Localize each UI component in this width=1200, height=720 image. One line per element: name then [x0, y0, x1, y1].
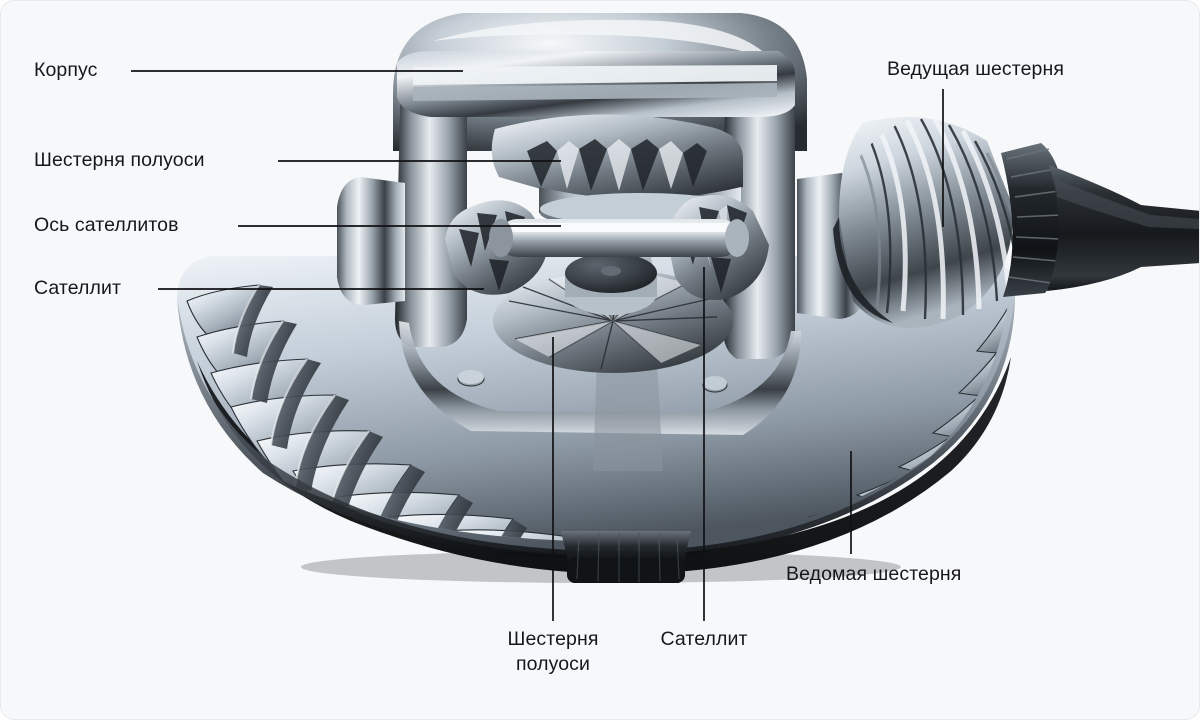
upper-spider-gear — [491, 114, 743, 229]
callout-satellit-bottom: Сателлит — [660, 628, 748, 650]
drive-pinion-group — [833, 117, 1199, 328]
pinion-bearing — [1001, 143, 1065, 297]
callout-shesternya-poluosi-left: Шестерня полуоси — [34, 149, 205, 171]
callout-vedushchaya-shesternya: Ведущая шестерня — [887, 58, 1064, 80]
lower-hub — [561, 531, 691, 583]
callout-satellit-left: Сателлит — [34, 277, 122, 299]
callout-shesternya-poluosi-bottom: Шестерня полуоси — [507, 628, 599, 675]
callout-vedomaya-shesternya: Ведомая шестерня — [786, 563, 962, 585]
callout-os-satellitov: Ось сателлитов — [34, 214, 179, 236]
ring-gear-bolts — [457, 370, 728, 393]
differential-carrier — [337, 13, 867, 471]
cross-pin-shaft — [489, 219, 749, 257]
internal-gear-set — [445, 114, 769, 373]
callout-korpus: Корпус — [34, 59, 98, 81]
